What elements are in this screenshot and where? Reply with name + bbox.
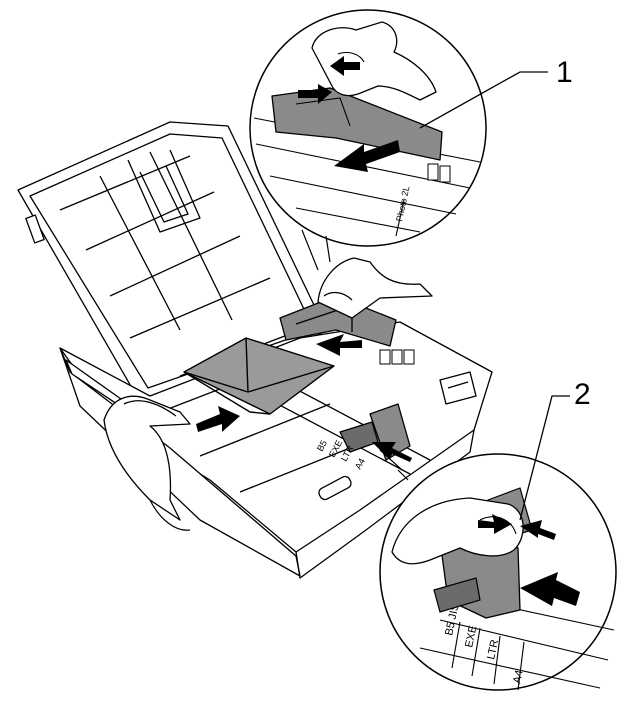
arrow-squeeze-right-icon (520, 520, 556, 540)
hand-left (103, 395, 191, 521)
hand-right-on-guide (317, 257, 433, 319)
detail-circle-2: B5 JIS EXE LTR A4 (379, 449, 617, 691)
callout-2: 2 (574, 378, 591, 411)
hand-left-wrist (149, 499, 191, 531)
arrow-slide-guide-icon (334, 140, 400, 172)
arrow-squeeze-left-icon (478, 514, 512, 534)
push-arrows-main (196, 334, 412, 462)
arrow-squeeze-top-icon (330, 56, 360, 76)
tray-size-markers (379, 349, 415, 365)
tray-label-a4-small: A4 (353, 457, 367, 471)
length-paper-guide (339, 403, 411, 461)
arrow-left-guide-icon (316, 334, 362, 356)
arrow-squeeze-bottom-icon (298, 84, 332, 104)
tray-label-exe: EXE (463, 625, 479, 649)
callout-2-leader (519, 395, 570, 521)
callout-1-leader (419, 71, 548, 129)
envelope (183, 337, 335, 415)
side-guide-detail (271, 87, 443, 161)
tray-label-b5: B5 (315, 439, 329, 453)
arrow-push-length-icon (520, 572, 580, 606)
detail-circle-1: Photo 2L (249, 9, 487, 271)
callout-1: 1 (556, 56, 573, 89)
tray-label-a4: A4 (511, 669, 526, 685)
hand-detail-2 (391, 497, 524, 565)
hand-detail-1 (311, 21, 437, 101)
arrow-left-length-icon (372, 442, 412, 462)
tray-label-ltr: LTR (485, 639, 501, 661)
arrow-right-envelope-icon (196, 406, 240, 432)
